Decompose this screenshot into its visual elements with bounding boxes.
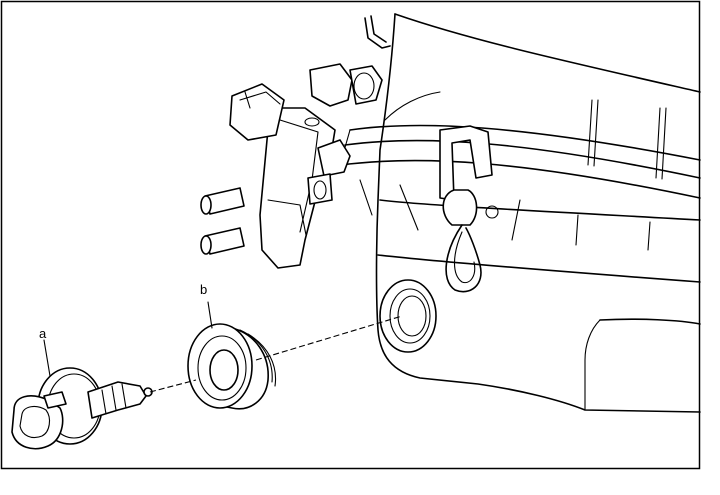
sensor-part-a	[11, 339, 153, 450]
diagram-border	[0, 0, 701, 470]
axis-b-to-housing	[255, 315, 403, 361]
callout-a: a	[39, 326, 47, 341]
callout-b: b	[200, 282, 207, 297]
housing	[339, 13, 701, 413]
grommet-part-b	[187, 301, 277, 410]
valve-assembly	[200, 63, 383, 269]
axis-a-to-b	[149, 379, 197, 393]
wire-clip	[439, 125, 499, 293]
